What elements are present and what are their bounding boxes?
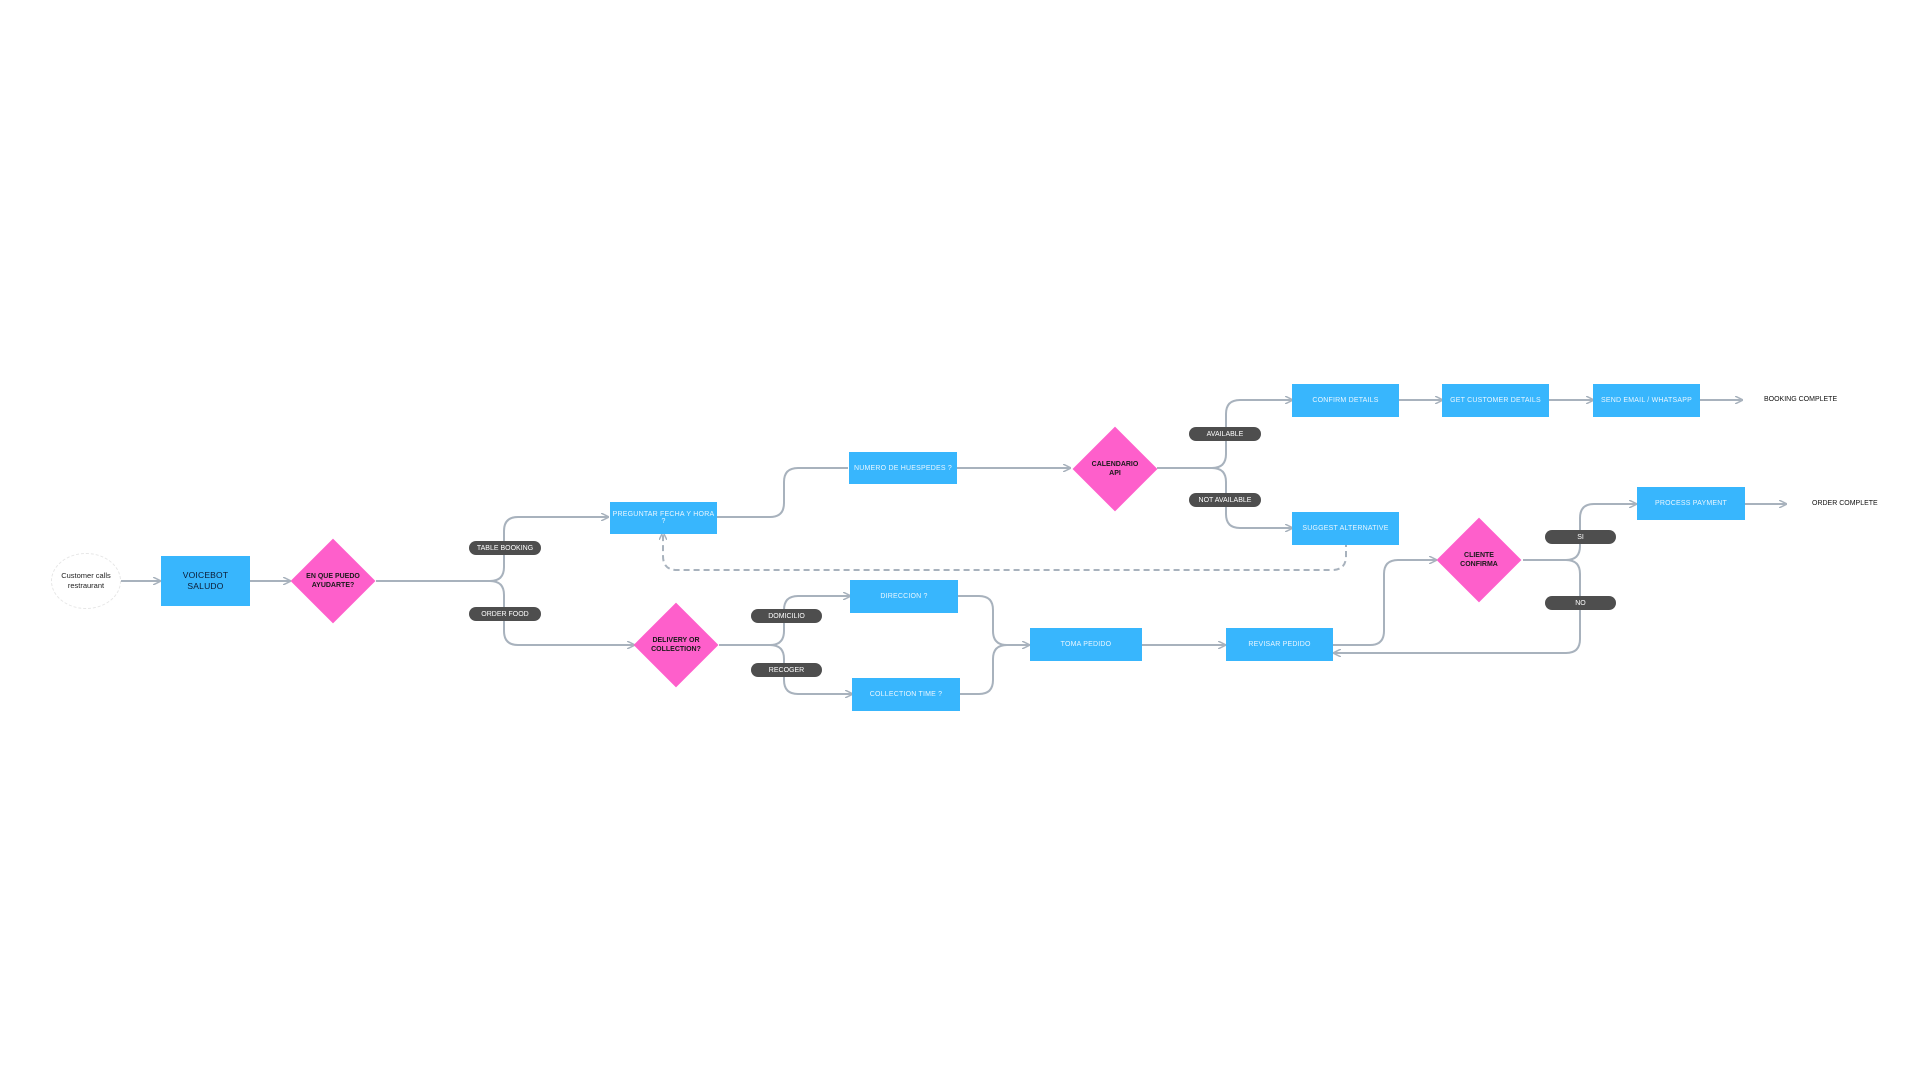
label-order-food: ORDER FOOD <box>469 607 541 621</box>
voicebot-saludo-box[interactable]: VOICEBOT SALUDO <box>161 556 250 606</box>
cliente-confirma-decision[interactable]: CLIENTE CONFIRMA <box>1436 517 1522 603</box>
get-customer-details-box[interactable]: GET CUSTOMER DETAILS <box>1442 384 1549 417</box>
collection-time-box[interactable]: COLLECTION TIME ? <box>852 678 960 711</box>
edge-calendario-suggest <box>1211 467 1292 528</box>
calendario-decision[interactable]: CALENDARIO API <box>1072 426 1158 512</box>
cliente-confirma-label: CLIENTE CONFIRMA <box>1460 551 1498 568</box>
preguntar-fecha-box[interactable]: PREGUNTAR FECHA Y HORA ? <box>610 502 717 534</box>
edge-preguntar-numero <box>717 467 848 518</box>
label-not-available: NOT AVAILABLE <box>1189 493 1261 507</box>
direccion-box[interactable]: DIRECCION ? <box>850 580 958 613</box>
label-table-booking: TABLE BOOKING <box>469 541 541 555</box>
edge-help-order <box>489 580 634 645</box>
booking-complete-label: BOOKING COMPLETE <box>1764 396 1838 403</box>
edge-collection-toma <box>958 644 1008 695</box>
label-si: SI <box>1545 530 1616 544</box>
help-decision[interactable]: EN QUE PUEDO AYUDARTE? <box>290 538 376 624</box>
edge-delivery-recoger <box>769 644 852 694</box>
label-domicilio: DOMICILIO <box>751 609 822 623</box>
order-complete-label: ORDER COMPLETE <box>1812 500 1878 507</box>
start-node[interactable]: Customer calls restraurant <box>51 553 121 609</box>
confirm-details-box[interactable]: CONFIRM DETAILS <box>1292 384 1399 417</box>
send-email-box[interactable]: SEND EMAIL / WHATSAPP <box>1593 384 1700 417</box>
help-decision-label: EN QUE PUEDO AYUDARTE? <box>306 572 360 589</box>
label-recoger: RECOGER <box>751 663 822 677</box>
revisar-pedido-box[interactable]: REVISAR PEDIDO <box>1226 628 1333 661</box>
calendario-label: CALENDARIO API <box>1091 460 1139 477</box>
suggest-alternative-box[interactable]: SUGGEST ALTERNATIVE <box>1292 512 1399 545</box>
delivery-decision[interactable]: DELIVERY OR COLLECTION? <box>633 602 719 688</box>
label-no: NO <box>1545 596 1616 610</box>
edge-direccion-toma <box>957 595 1029 645</box>
process-payment-box[interactable]: PROCESS PAYMENT <box>1637 487 1745 520</box>
label-available: AVAILABLE <box>1189 427 1261 441</box>
delivery-decision-label: DELIVERY OR COLLECTION? <box>651 636 701 653</box>
numero-huespedes-box[interactable]: NUMERO DE HUESPEDES ? <box>849 452 957 484</box>
toma-pedido-box[interactable]: TOMA PEDIDO <box>1030 628 1142 661</box>
edge-suggest-preguntar <box>663 533 1347 571</box>
edge-cliente-no-revisar <box>1334 559 1581 653</box>
edge-revisar-cliente <box>1332 560 1436 646</box>
